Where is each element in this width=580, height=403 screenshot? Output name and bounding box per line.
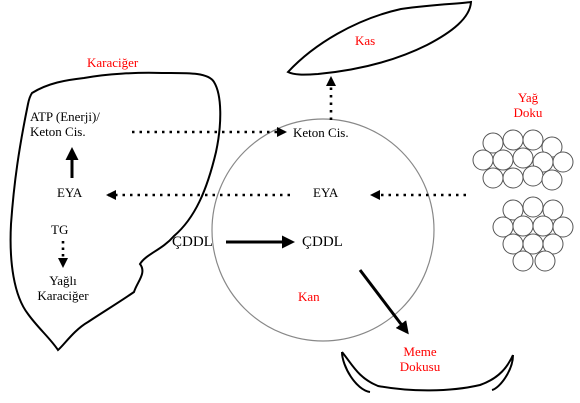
mammary-outline [341,351,514,393]
liver-label: Karaciğer [87,55,139,70]
atp-label-line1: ATP (Enerji)/ [30,109,100,124]
external-cddl-label: ÇDDL [172,234,213,250]
mammary-label-line1: Meme [403,344,437,359]
blood-cddl-label: ÇDDL [302,234,343,250]
tg-label: TG [51,222,69,237]
liver-outline [9,71,222,352]
atp-label-line2: Keton Cis. [30,123,86,139]
mammary-label-line2: Dokusu [399,358,441,374]
blood-ketone-label: Keton Cis. [293,125,349,140]
fatty-liver-label-line1: Yağlı [49,273,77,288]
adipose-label-line2: Doku [513,104,543,120]
mammary-label: Meme Dokusu [395,344,445,375]
blood-eya-label: EYA [313,185,339,200]
fatty-liver-label: Yağlı Karaciğer [28,273,98,304]
fatty-liver-label-line2: Karaciğer [37,287,89,303]
atp-label: ATP (Enerji)/ Keton Cis. [30,109,100,140]
muscle-outline [286,0,473,76]
adipose-label: Yağ Doku [508,90,548,121]
muscle-label: Kas [355,33,376,48]
adipose-label-line1: Yağ [517,90,539,105]
adipose-cluster-top [472,129,574,191]
blood-circle [211,118,435,342]
adipose-cluster-bottom [492,196,574,272]
liver-eya-label: EYA [57,185,83,200]
blood-label: Kan [298,289,320,304]
arrow-cddl-to-mammary [358,269,409,335]
